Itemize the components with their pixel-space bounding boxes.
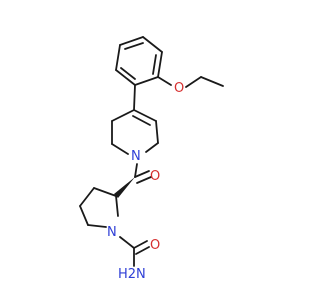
pyrrolidine-nitrogen-label: N [107,225,117,240]
aryl-link-bond [133,84,136,111]
pyrrolidine-ring: N [79,187,119,240]
ether-oxygen-label: O [174,81,184,96]
amide-nitrogen-label: H2N [118,267,146,282]
ring-nitrogen-label: N [131,149,141,164]
ethoxy-group: O [157,76,224,96]
n-carbonyl-bond [134,163,138,178]
molecule-structure: O N O N O H2N [79,36,224,282]
tetrahydropyridine-ring: N [111,109,159,164]
carbonyl-oxygen-label: O [150,169,160,184]
amide-group: O H2N [118,236,160,282]
benzene-ring [115,36,163,86]
carbonyl-group: O [134,169,160,184]
stereo-wedge-bond [114,177,135,198]
amide-oxygen-label: O [150,238,160,253]
